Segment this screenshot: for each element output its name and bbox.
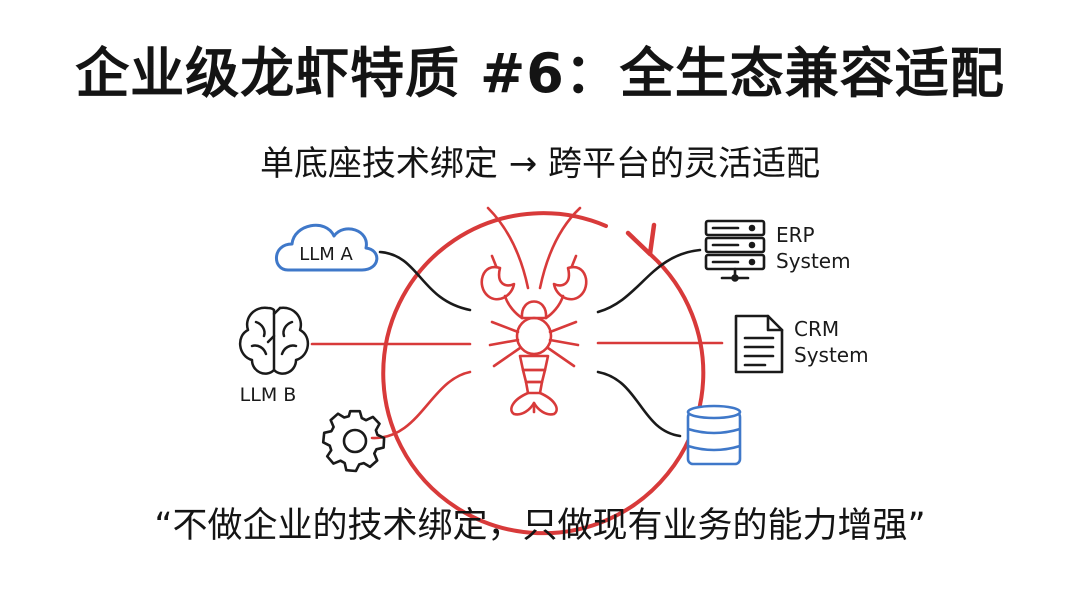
connector-tool	[370, 370, 472, 440]
lobster-icon	[480, 206, 588, 416]
connector-database	[596, 370, 682, 438]
integration-ring	[381, 211, 706, 536]
crm-label-line2: System	[794, 343, 869, 367]
llm-a-node: LLM A	[275, 223, 379, 272]
erp-node: ERP System	[704, 219, 851, 282]
document-icon	[734, 314, 784, 374]
crm-label-line1: CRM	[794, 317, 839, 341]
erp-label-line2: System	[776, 249, 851, 273]
llm-a-label: LLM A	[299, 244, 353, 265]
ring-arrowhead-icon	[625, 222, 657, 257]
llm-b-label: LLM B	[240, 384, 297, 406]
connector-erp	[596, 248, 702, 314]
page-quote: “不做企业的技术绑定，只做现有业务的能力增强”	[154, 506, 926, 546]
llm-b-node: LLM B	[239, 306, 309, 406]
gear-icon	[321, 409, 386, 473]
database-node	[686, 404, 742, 466]
server-icon	[704, 219, 766, 282]
erp-label-line1: ERP	[776, 223, 815, 247]
cloud-icon	[275, 223, 379, 272]
connectors	[310, 248, 724, 440]
page-title: 企业级龙虾特质 #6：全生态兼容适配	[75, 42, 1005, 105]
database-icon	[686, 404, 742, 466]
page-subtitle: 单底座技术绑定 → 跨平台的灵活适配	[259, 144, 821, 184]
connector-llm-a	[378, 250, 472, 312]
brain-icon	[239, 306, 309, 375]
tool-node	[321, 409, 386, 473]
crm-node: CRM System	[734, 314, 869, 374]
